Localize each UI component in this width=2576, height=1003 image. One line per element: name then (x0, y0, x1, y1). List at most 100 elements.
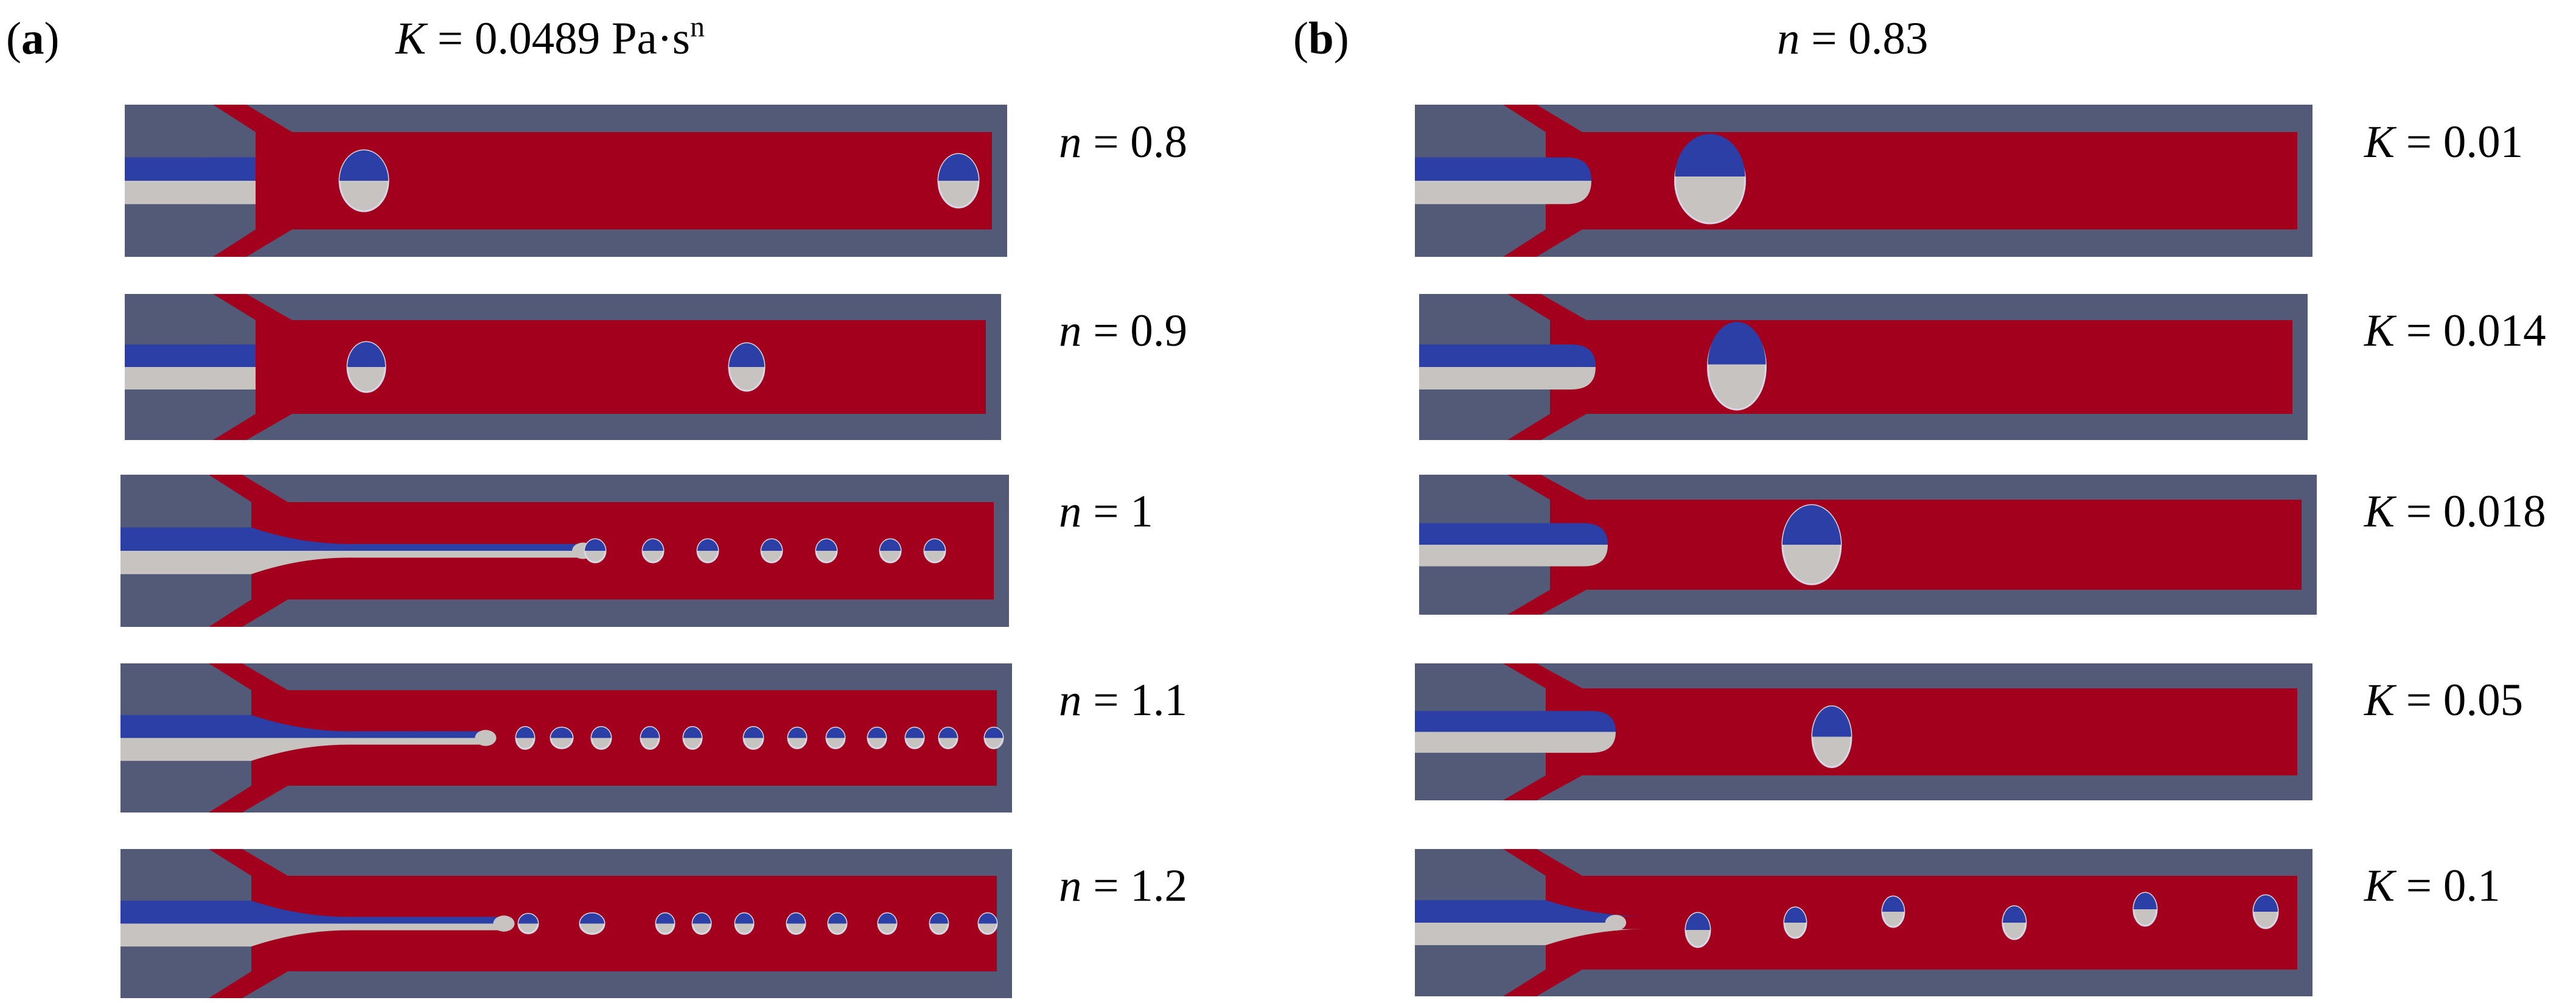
channel-panel-b-3 (1419, 475, 2317, 615)
lower-side-inlet (1503, 229, 1582, 257)
droplet-cap (939, 727, 957, 738)
channel-panel-a-1 (125, 105, 1007, 257)
jet-blue (207, 344, 256, 367)
droplet-7 (787, 727, 808, 749)
droplet-cap (2134, 893, 2157, 909)
droplet-cap (1708, 321, 1766, 365)
droplet-cap (518, 914, 538, 924)
droplet-9 (929, 912, 949, 935)
thread-gray (251, 738, 486, 761)
jet-gray (1550, 545, 1608, 567)
droplet-cap (643, 539, 663, 551)
panel-a-header: K = 0.0489 Pa·sn (395, 11, 705, 64)
droplet-cap (347, 342, 385, 367)
droplet-5 (734, 912, 755, 935)
lower-side-inlet (1507, 590, 1586, 615)
droplet-cap (2253, 895, 2278, 912)
panel-b-letter: b (1308, 13, 1334, 64)
panel-a-row-label-4: n = 1.1 (1059, 675, 1187, 725)
panel-a-row-label-3: n = 1 (1059, 486, 1153, 537)
droplet-cap (924, 539, 945, 551)
thread-blue (251, 715, 486, 738)
main-channel (1546, 132, 2297, 229)
jet-gray (1550, 367, 1596, 390)
thread-gray (251, 551, 583, 575)
panel-b-row-label-4: K = 0.05 (2364, 675, 2523, 725)
thread-blue (251, 527, 583, 551)
lower-side-inlet (213, 229, 292, 257)
thread-tip (475, 730, 497, 746)
droplet-8 (877, 912, 898, 935)
inlet-stream-gray (120, 923, 251, 947)
droplet-cap (985, 727, 1003, 738)
thread-tip (493, 915, 515, 932)
channel-panel-b-6 (1415, 849, 2312, 996)
droplet-cap (641, 727, 659, 738)
droplet-cap (906, 727, 924, 738)
droplet-cap (580, 913, 604, 924)
channel-panel-b-4 (1415, 663, 2312, 800)
droplet-2 (579, 912, 606, 935)
droplet-cap (880, 539, 901, 551)
droplet-cap (816, 539, 837, 551)
channel-panel-a-3 (120, 475, 1009, 627)
lower-side-inlet (213, 414, 292, 440)
droplet-2 (1783, 906, 1807, 939)
panel-b-header-symbol: n (1777, 13, 1800, 64)
upper-side-inlet (213, 105, 292, 132)
lower-side-inlet (1503, 970, 1582, 996)
lower-side-inlet (209, 971, 288, 998)
lower-side-inlet (1507, 414, 1586, 440)
droplet-cap (744, 727, 763, 738)
droplet-cap (1782, 505, 1841, 545)
panel-a-label: (a) (6, 13, 59, 64)
droplet-2 (550, 727, 574, 749)
inlet-stream-gray (1419, 545, 1550, 567)
upper-side-inlet (1503, 105, 1582, 132)
upper-side-inlet (213, 294, 292, 320)
inlet-stream-gray (120, 551, 251, 575)
upper-side-inlet (209, 849, 288, 876)
droplet-5 (815, 538, 838, 564)
jet-blue (1546, 711, 1616, 732)
droplet-cap (693, 913, 711, 924)
droplet-7 (827, 912, 848, 935)
droplet-cap (585, 539, 606, 551)
droplet-3 (696, 538, 719, 564)
droplet-2 (728, 342, 766, 392)
upper-side-inlet (1507, 294, 1586, 320)
panel-b-row-label-3: K = 0.018 (2364, 486, 2546, 537)
droplet-4 (691, 912, 712, 935)
jet-blue (1546, 157, 1591, 181)
panel-a-header-symbol: K (395, 13, 428, 64)
channel-panel-b-1 (1415, 105, 2312, 257)
channels-group (120, 105, 2317, 998)
droplet-cap (1784, 907, 1806, 923)
droplet-1 (1781, 504, 1842, 585)
droplet-3 (655, 912, 675, 935)
jet-gray (207, 367, 256, 390)
inlet-stream-gray (1415, 181, 1546, 204)
droplet-1 (515, 726, 536, 750)
droplet-cap (735, 913, 753, 924)
main-channel (1546, 688, 2297, 775)
droplet-3 (590, 726, 612, 750)
lower-side-inlet (209, 786, 288, 813)
thread-blue (251, 900, 504, 924)
droplet-9 (867, 727, 887, 749)
droplet-1 (338, 149, 389, 212)
droplet-1 (584, 538, 607, 564)
droplet-cap (938, 154, 979, 181)
jet-blue (204, 157, 256, 181)
panel-a-row-label-1: n = 0.8 (1059, 117, 1187, 167)
inlet-stream-gray (1419, 367, 1550, 390)
inlet-stream-blue (1415, 157, 1546, 181)
droplet-6 (742, 726, 764, 750)
inlet-stream-blue (1419, 523, 1550, 545)
droplet-cap (761, 539, 782, 551)
panel-a-letter: a (21, 13, 44, 64)
jet-blue (1550, 344, 1596, 367)
upper-side-inlet (209, 663, 288, 690)
panel-b-row-label-5: K = 0.1 (2364, 861, 2501, 911)
